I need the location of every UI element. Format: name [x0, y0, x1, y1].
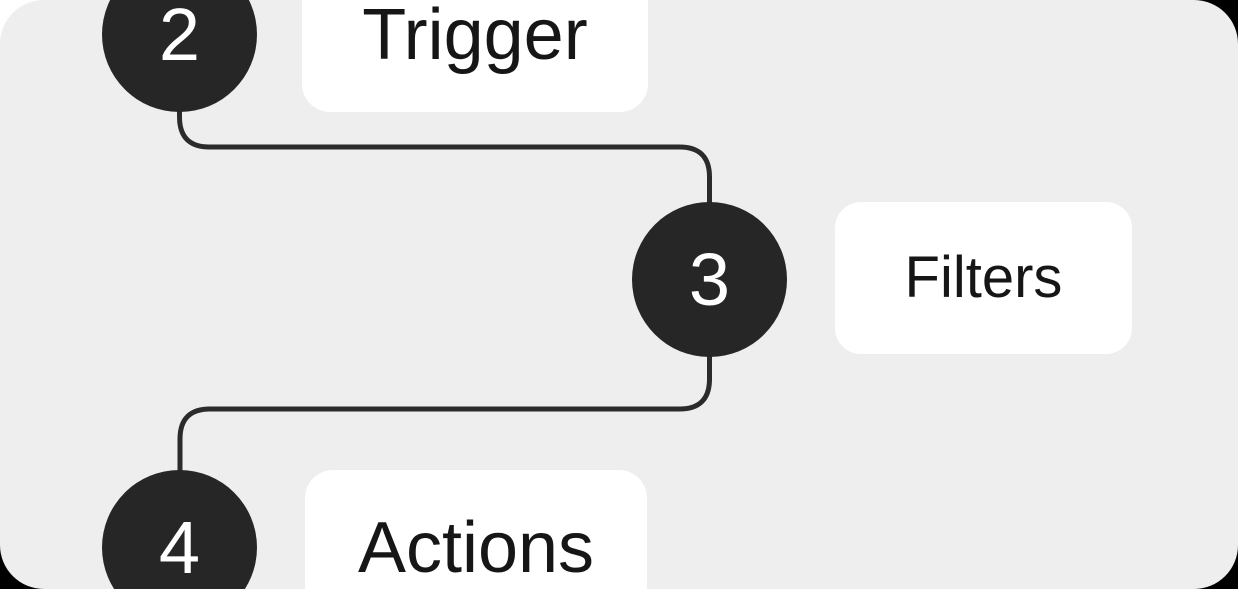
step-label-card-trigger[interactable]: Trigger [302, 0, 648, 112]
step-label: Filters [904, 245, 1063, 310]
step-node-filters[interactable]: 3 [632, 202, 787, 357]
connector-step2-to-step3 [177, 103, 712, 211]
step-label: Actions [357, 507, 595, 588]
step-node-actions[interactable]: 4 [102, 470, 257, 589]
step-label: Trigger [362, 0, 588, 75]
step-label-card-actions[interactable]: Actions [305, 470, 647, 589]
step-number: 2 [158, 0, 201, 76]
step-number: 4 [158, 505, 201, 589]
connector-step3-to-step4 [177, 348, 712, 479]
step-label-card-filters[interactable]: Filters [835, 202, 1132, 354]
step-number: 3 [688, 237, 731, 321]
